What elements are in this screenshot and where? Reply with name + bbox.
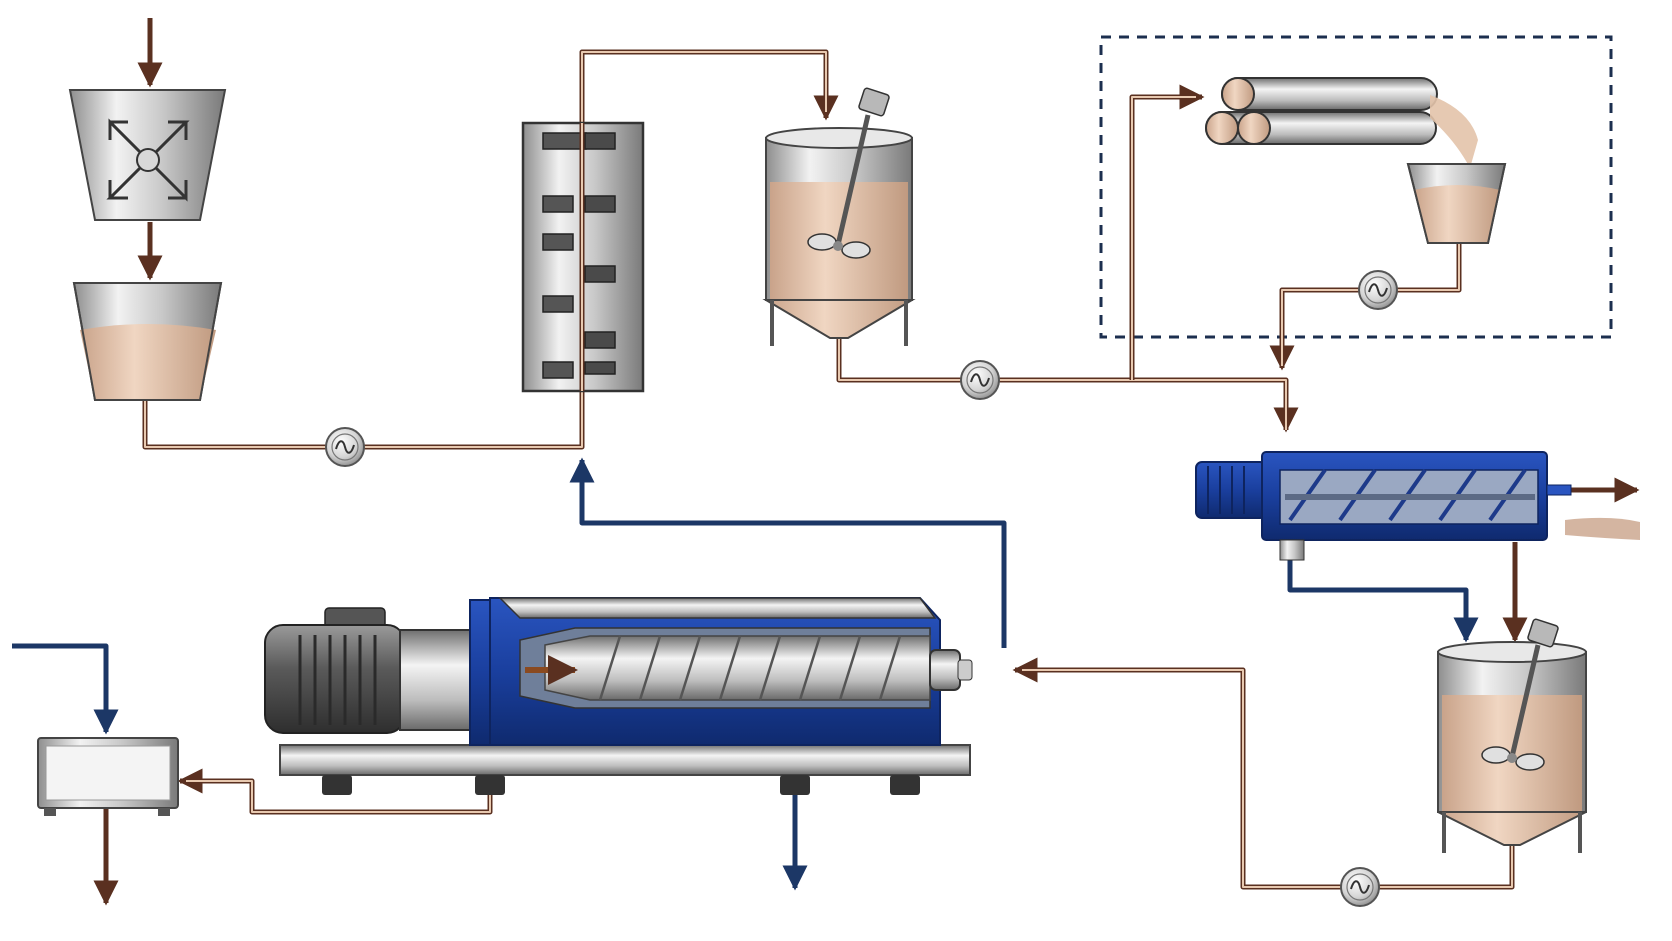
- roller-hopper: [1406, 163, 1507, 244]
- feed-hopper: [72, 282, 223, 401]
- decanter-feed-pump: [1340, 867, 1380, 907]
- transfer-pump: [960, 360, 1000, 400]
- roller-unit: [1205, 77, 1478, 168]
- malaxing-tank: [762, 87, 916, 346]
- roller-section-boundary: [1099, 35, 1613, 339]
- agitator-icon: [1481, 618, 1559, 771]
- agitator-icon: [807, 87, 890, 259]
- collection-tank: [37, 737, 179, 816]
- second-agitator-tank: [1437, 618, 1587, 853]
- scroll-conveyor-icon: [598, 635, 902, 701]
- crusher-hopper: [68, 89, 227, 221]
- return-pump: [1358, 270, 1398, 310]
- screw-press: [1195, 451, 1640, 561]
- feed-pump: [325, 427, 365, 467]
- crusher-icon: [106, 118, 190, 202]
- heat-exchanger: [521, 121, 645, 393]
- decanter-centrifuge: [264, 597, 973, 795]
- water-pipes: [12, 457, 1479, 891]
